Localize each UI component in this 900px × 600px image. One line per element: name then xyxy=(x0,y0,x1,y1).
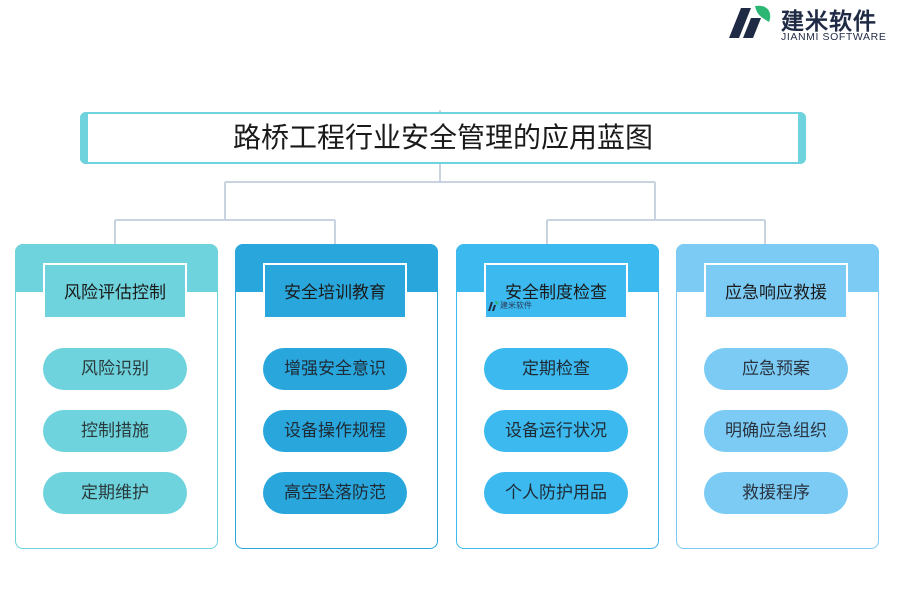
diagram-title-box: 路桥工程行业安全管理的应用蓝图 xyxy=(80,112,806,164)
column-safety-training: 安全培训教育 增强安全意识 设备操作规程 高空坠落防范 xyxy=(235,244,438,549)
logo-name-en: JIANMI SOFTWARE xyxy=(781,31,887,43)
watermark-logo-icon xyxy=(488,301,499,311)
column-label: 安全制度检查 xyxy=(484,263,628,319)
column-emergency-response: 应急响应救援 应急预案 明确应急组织 救援程序 xyxy=(676,244,879,549)
column-safety-inspection: 安全制度检查 定期检查 设备运行状况 个人防护用品 xyxy=(456,244,659,549)
watermark-text: 建米软件 xyxy=(500,301,532,310)
column-item: 高空坠落防范 xyxy=(263,472,407,514)
jianmi-logo-icon xyxy=(729,5,771,38)
diagram-title: 路桥工程行业安全管理的应用蓝图 xyxy=(232,121,653,154)
column-item: 设备操作规程 xyxy=(263,410,407,452)
column-item: 设备运行状况 xyxy=(484,410,628,452)
column-label: 安全培训教育 xyxy=(263,263,407,319)
column-label: 风险评估控制 xyxy=(43,263,187,319)
column-item: 明确应急组织 xyxy=(704,410,848,452)
column-item: 个人防护用品 xyxy=(484,472,628,514)
column-risk-assessment: 风险评估控制 风险识别 控制措施 定期维护 xyxy=(15,244,218,549)
column-label: 应急响应救援 xyxy=(704,263,848,319)
column-item: 控制措施 xyxy=(43,410,187,452)
column-item: 定期检查 xyxy=(484,348,628,390)
watermark: 建米软件 xyxy=(487,300,547,314)
column-item: 定期维护 xyxy=(43,472,187,514)
column-item: 风险识别 xyxy=(43,348,187,390)
logo-name-cn: 建米软件 xyxy=(781,9,877,35)
column-item: 应急预案 xyxy=(704,348,848,390)
column-item: 增强安全意识 xyxy=(263,348,407,390)
brand-logo: 建米软件 JIANMI SOFTWARE xyxy=(725,0,900,48)
column-item: 救援程序 xyxy=(704,472,848,514)
